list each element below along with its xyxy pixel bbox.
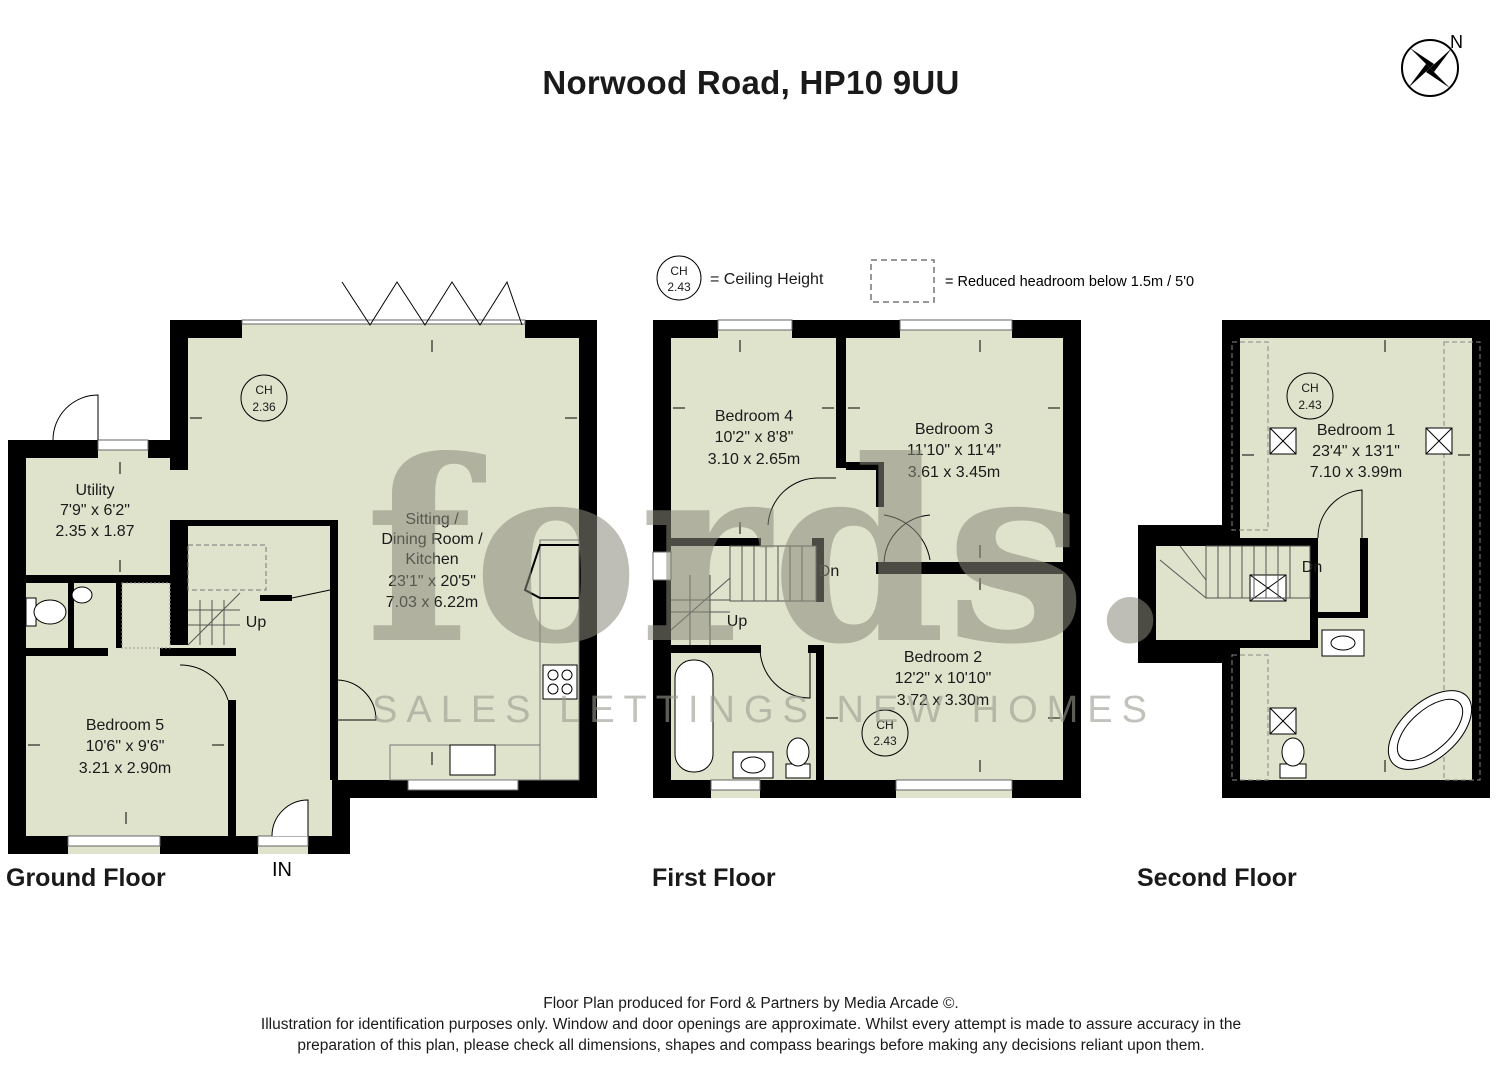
bedroom2-imperial: 12'2" x 10'10" <box>895 670 992 687</box>
bedroom1-name: Bedroom 1 <box>1317 422 1395 439</box>
legend-ceiling-height: = Ceiling Height <box>710 271 824 288</box>
bedroom5-name: Bedroom 5 <box>86 717 164 734</box>
first-floor-label: First Floor <box>652 864 776 892</box>
bedroom5-imperial: 10'6" x 9'6" <box>86 738 165 755</box>
sitting-metric: 7.03 x 6.22m <box>386 594 479 611</box>
sitting-imperial: 23'1" x 20'5" <box>388 573 476 590</box>
disclaimer-footer: Floor Plan produced for Ford & Partners … <box>0 993 1502 1056</box>
legend-reduced-headroom-swatch <box>870 259 935 303</box>
bedroom4-name: Bedroom 4 <box>715 408 793 425</box>
legend: CH 2.43 = Ceiling Height = Reduced headr… <box>656 255 1194 303</box>
second-floor-plan: CH 2.43 Bedroom 1 23'4" x 13'1" 7.10 x 3… <box>1138 320 1490 798</box>
second-floor-label: Second Floor <box>1137 864 1297 892</box>
first-floor-plan: CH 2.43 Bedroom 4 10'2" x 8'8" 3.10 x 2.… <box>652 319 1081 798</box>
bedroom1-imperial: 23'4" x 13'1" <box>1312 443 1400 460</box>
bedroom1-metric: 7.10 x 3.99m <box>1310 464 1403 481</box>
legend-reduced-headroom: = Reduced headroom below 1.5m / 5'0 <box>945 274 1194 290</box>
watermark-tagline: SALES LETTINGS NEW HOMES <box>372 689 1156 731</box>
bedroom4-metric: 3.10 x 2.65m <box>708 451 801 468</box>
bedroom4-imperial: 10'2" x 8'8" <box>715 429 794 446</box>
compass-rose-icon: N <box>1401 32 1463 97</box>
ground-ceiling-badge: CH <box>255 383 272 397</box>
second-ceiling-badge: CH <box>1301 381 1318 395</box>
entrance-label: IN <box>272 859 292 881</box>
sitting-line2: Dining Room / <box>381 531 483 548</box>
bedroom3-name: Bedroom 3 <box>915 421 993 438</box>
utility-metric: 2.35 x 1.87 <box>55 523 134 540</box>
utility-name: Utility <box>75 482 114 499</box>
sitting-line1: Sitting / <box>405 511 459 528</box>
legend-ch-badge: CH <box>670 264 687 278</box>
second-stairs-down: Dn <box>1302 559 1322 576</box>
ground-floor-label: Ground Floor <box>6 864 166 892</box>
first-stairs-up: Up <box>727 613 748 630</box>
watermark-logo: fords. <box>365 405 1174 699</box>
bedroom5-metric: 3.21 x 2.90m <box>79 760 172 777</box>
footer-credit: Floor Plan produced for Ford & Partners … <box>543 995 959 1012</box>
fords-watermark: fords. SALES LETTINGS NEW HOMES <box>365 405 1174 731</box>
utility-imperial: 7'9" x 6'2" <box>60 502 130 519</box>
compass-north-label: N <box>1450 32 1463 52</box>
first-ceiling-value: 2.43 <box>873 734 897 748</box>
ground-floor-plan: CH 2.36 Utility 7'9" x 6'2" 2.35 x 1.87 … <box>8 280 597 881</box>
footer-disclaimer-2: preparation of this plan, please check a… <box>297 1037 1205 1054</box>
bedroom3-imperial: 11'10" x 11'4" <box>907 442 1001 459</box>
second-ceiling-value: 2.43 <box>1298 398 1322 412</box>
bedroom3-metric: 3.61 x 3.45m <box>908 464 1001 481</box>
footer-disclaimer-1: Illustration for identification purposes… <box>260 1016 1242 1033</box>
first-stairs-down: Dn <box>819 563 839 580</box>
first-ceiling-badge: CH <box>876 718 893 732</box>
ground-ceiling-value: 2.36 <box>252 400 276 414</box>
bedroom2-metric: 3.72 x 3.30m <box>897 692 990 709</box>
ground-stairs-up: Up <box>246 614 267 631</box>
sitting-line3: Kitchen <box>405 551 458 568</box>
legend-ch-value: 2.43 <box>667 280 691 294</box>
bedroom2-name: Bedroom 2 <box>904 649 982 666</box>
plan-title: Norwood Road, HP10 9UU <box>542 64 960 101</box>
